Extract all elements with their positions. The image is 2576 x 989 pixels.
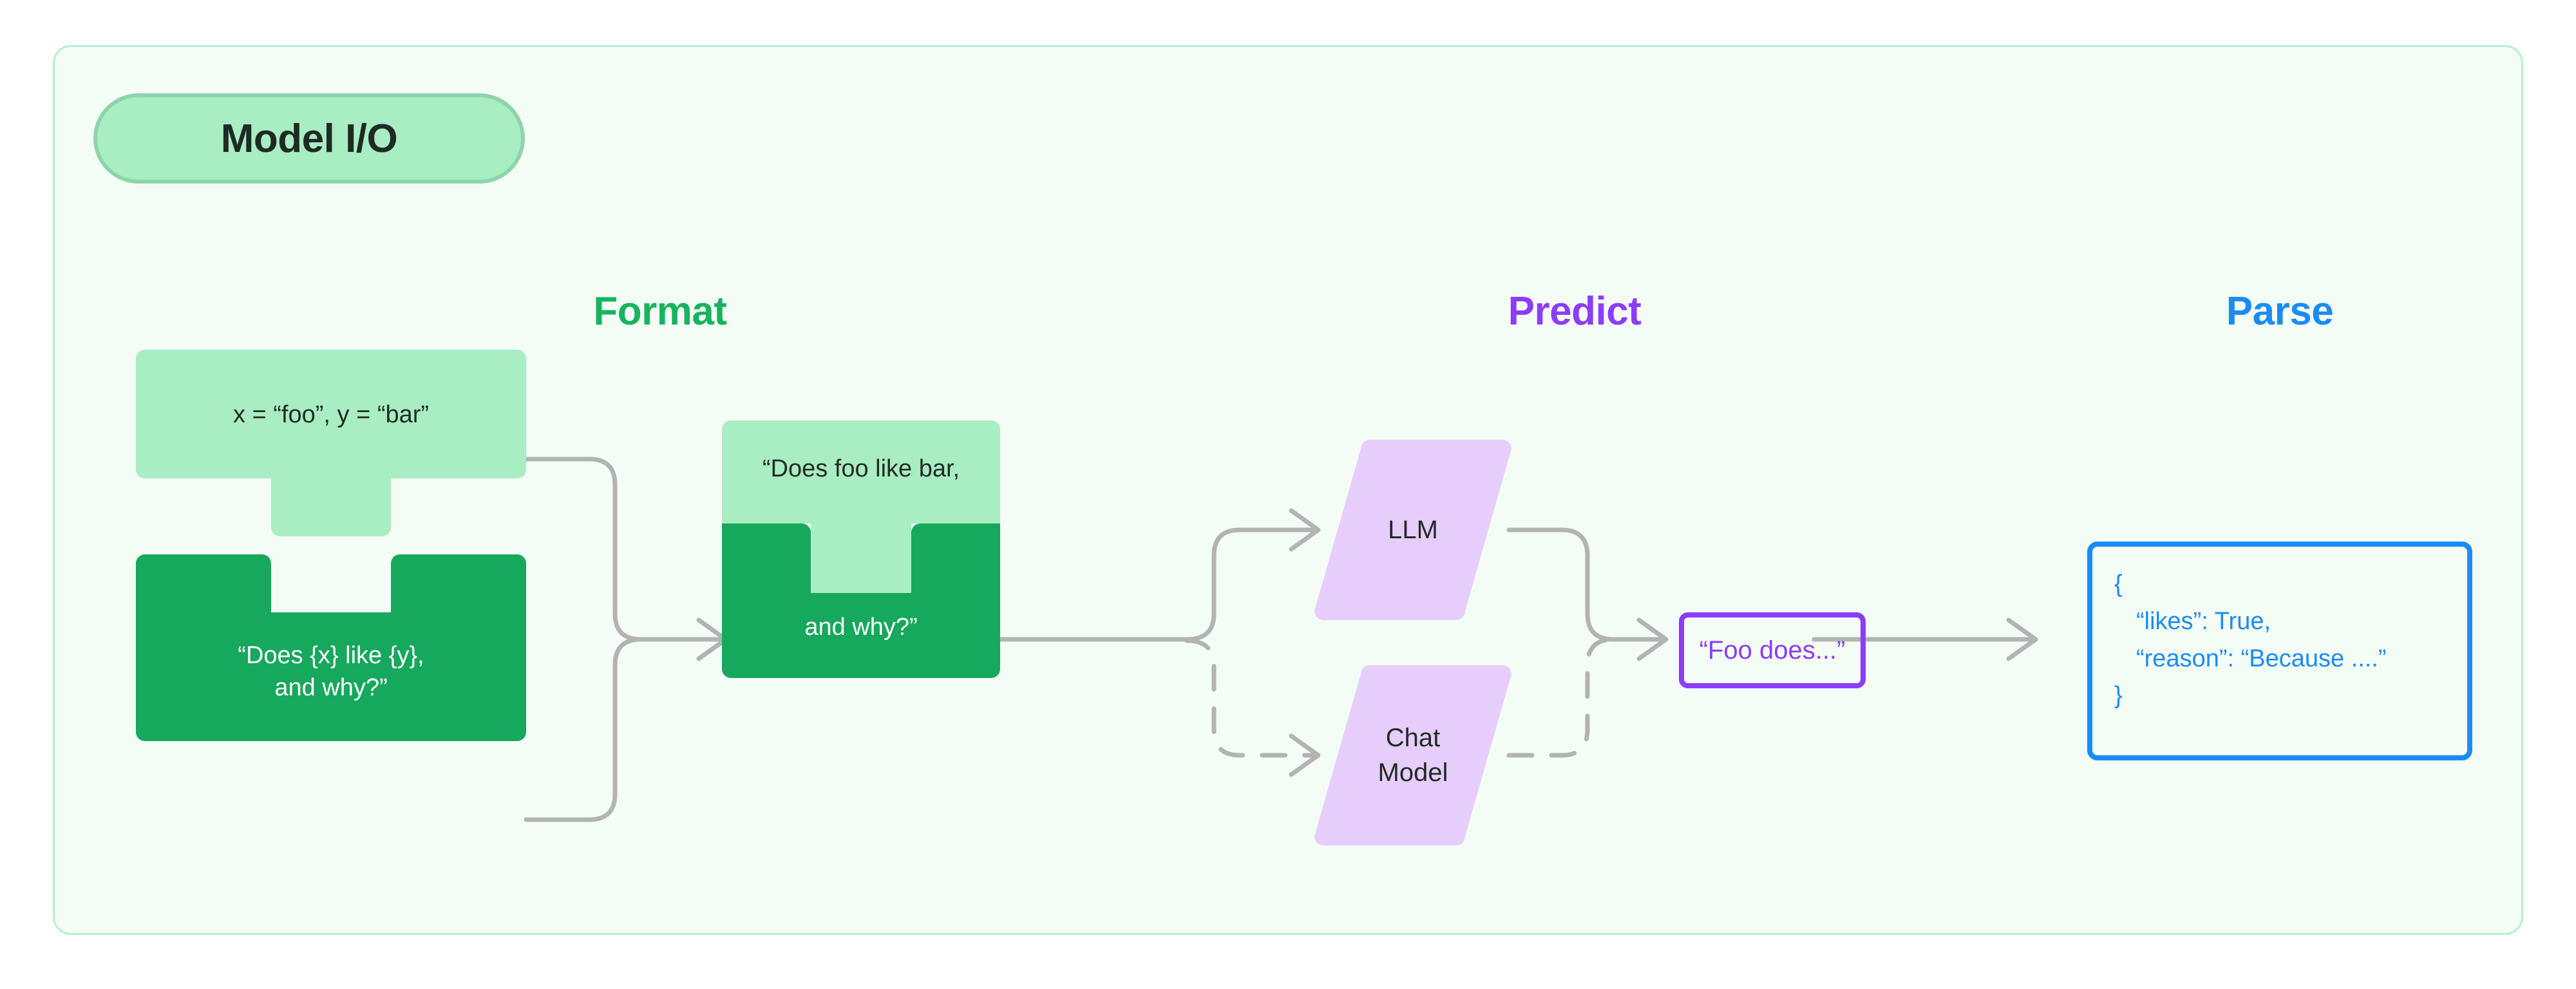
section-heading-predict: Predict bbox=[1508, 289, 1642, 334]
edge-variables-to-merged bbox=[524, 457, 727, 642]
merged-piece-shape bbox=[722, 420, 1000, 678]
template-puzzle-piece[interactable]: “Does {x} like {y}, and why?” bbox=[136, 554, 526, 741]
parsed-json-box[interactable]: { “likes”: True, “reason”: “Because ....… bbox=[2087, 542, 2472, 760]
edge-split-to-chat-model bbox=[1184, 638, 1320, 758]
model-io-card: Model I/O Format Predict Parse bbox=[53, 45, 2523, 935]
merged-puzzle-piece[interactable]: “Does foo like bar, and why?” bbox=[722, 420, 1000, 678]
llm-node-label: LLM bbox=[1388, 516, 1438, 544]
chat-model-node-label: Chat Model bbox=[1378, 724, 1448, 787]
llm-node-shape bbox=[1314, 440, 1511, 620]
json-line-close: } bbox=[2114, 682, 2123, 710]
section-heading-parse: Parse bbox=[2226, 289, 2334, 334]
chat-model-node[interactable]: Chat Model bbox=[1314, 665, 1511, 845]
edge-template-to-merged bbox=[524, 637, 727, 822]
llm-node[interactable]: LLM bbox=[1314, 440, 1511, 620]
arrowhead-to-json-box bbox=[2006, 617, 2038, 661]
model-io-badge-label: Model I/O bbox=[220, 116, 398, 161]
edge-chat-model-to-output bbox=[1506, 637, 1667, 758]
variables-puzzle-piece[interactable]: x = “foo”, y = “bar” bbox=[136, 350, 526, 536]
model-output-chip-label: “Foo does...” bbox=[1699, 636, 1846, 664]
json-line-open: { bbox=[2114, 570, 2123, 598]
template-piece-shape bbox=[136, 554, 526, 741]
chat-model-node-shape bbox=[1314, 665, 1511, 845]
variables-piece-shape bbox=[136, 350, 526, 536]
arrowhead-to-output-chip bbox=[1636, 617, 1669, 661]
edge-split-to-llm bbox=[1184, 527, 1320, 642]
model-output-chip[interactable]: “Foo does...” bbox=[1679, 612, 1866, 688]
section-heading-format: Format bbox=[593, 289, 727, 334]
json-line-likes: “likes”: True, bbox=[2136, 607, 2271, 635]
model-io-badge: Model I/O bbox=[93, 93, 525, 184]
edge-llm-to-output bbox=[1506, 527, 1667, 642]
json-line-reason: “reason”: “Because ....” bbox=[2136, 645, 2387, 672]
